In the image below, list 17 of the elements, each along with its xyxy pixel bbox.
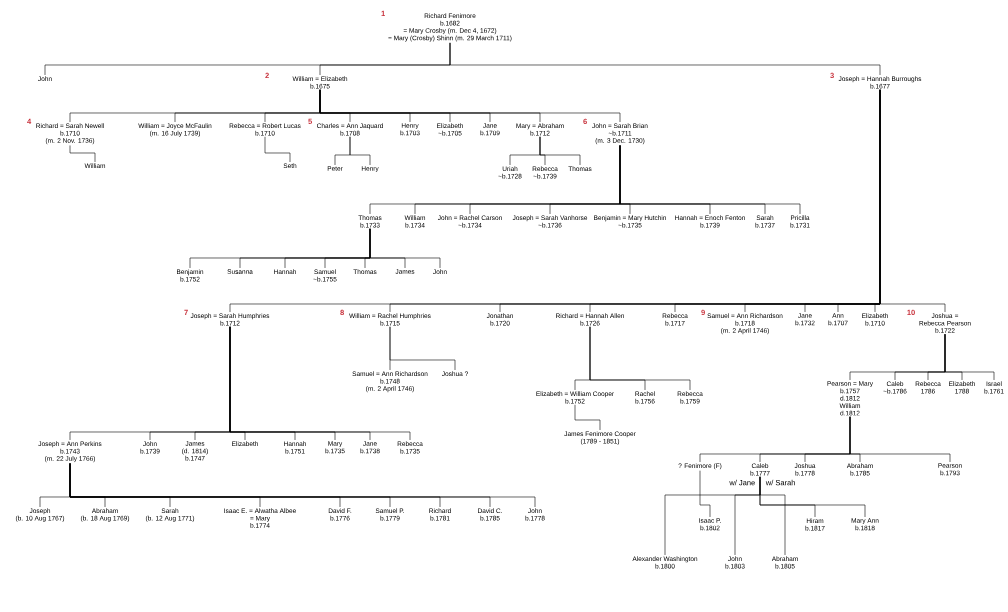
tree-line [879, 89, 946, 313]
tree-line [69, 145, 96, 163]
tree-line [389, 326, 456, 371]
tree-line [589, 326, 691, 391]
tree-line [319, 89, 621, 123]
tree-line [229, 326, 411, 441]
tree-line [759, 476, 866, 518]
tree-line [539, 136, 581, 166]
tree-line [849, 416, 951, 463]
tree-line [944, 333, 995, 381]
tree-line [699, 470, 711, 518]
tree-line [574, 404, 601, 431]
tree-line [264, 136, 291, 163]
tree-line [369, 228, 441, 269]
tree-line [349, 136, 371, 166]
tree-line [619, 145, 801, 215]
tree-line [449, 42, 881, 76]
